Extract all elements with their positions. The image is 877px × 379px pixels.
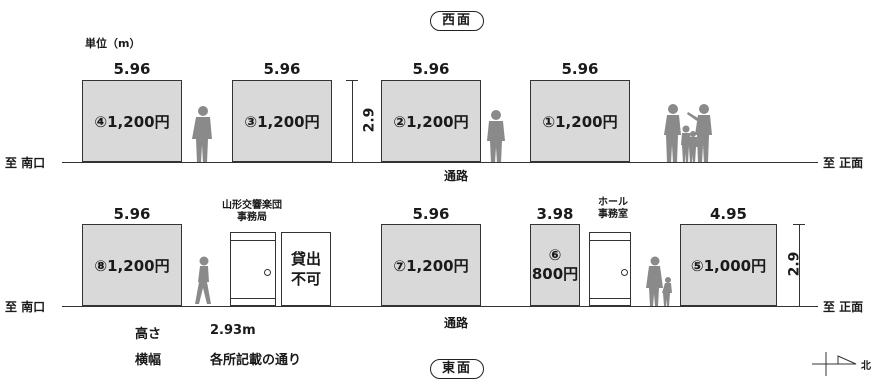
office-label: 山形交響楽団 事務局: [222, 200, 282, 223]
height-key: 高さ: [135, 327, 162, 342]
booth2-width: 5.96: [412, 60, 450, 78]
height-dim-line-top: [352, 80, 353, 162]
booth4-width: 5.96: [113, 60, 151, 78]
width-value: 各所記載の通り: [210, 353, 302, 368]
booth7-panel[interactable]: ⑦1,200円: [381, 224, 481, 306]
width-key: 横幅: [135, 353, 162, 368]
booth8-width: 5.96: [113, 205, 151, 223]
booth3-label: ③1,200円: [244, 112, 320, 131]
person-silhouette-icon: [192, 106, 212, 163]
booth8-panel[interactable]: ⑧1,200円: [82, 224, 182, 306]
bottom-right-end-label: 至 正面: [823, 300, 864, 314]
height-dim-bottom: 2.9: [786, 251, 803, 277]
compass-north-label: 北: [861, 361, 871, 372]
height-value: 2.93m: [210, 323, 256, 338]
bottom-aisle-label: 通路: [444, 316, 469, 330]
family-silhouette-icon: [664, 104, 712, 163]
west-heading: 西面: [430, 11, 484, 31]
booth3-panel[interactable]: ③1,200円: [232, 80, 332, 162]
booth6-width: 3.98: [536, 205, 574, 223]
no-lend-line1: 貸出: [290, 250, 321, 268]
booth6-panel[interactable]: ⑥ 800円: [530, 224, 580, 306]
booth2-panel[interactable]: ②1,200円: [381, 80, 481, 162]
booth7-label: ⑦1,200円: [393, 256, 469, 275]
no-lend-line2: 不可: [290, 270, 321, 288]
booth8-label: ⑧1,200円: [94, 256, 170, 275]
hall-office-door[interactable]: [589, 232, 631, 306]
booth5-label: ⑤1,000円: [690, 256, 767, 275]
booth3-width: 5.96: [263, 60, 301, 78]
compass-arrow-icon: [812, 352, 857, 376]
parent-child-silhouette-icon: [646, 256, 672, 306]
booth4-label: ④1,200円: [94, 112, 170, 131]
no-lend-panel: 貸出 不可: [281, 232, 331, 306]
office-door[interactable]: [230, 232, 276, 306]
booth6-number: ⑥: [548, 246, 562, 264]
top-left-end-label: 至 南口: [5, 156, 46, 170]
booth1-panel[interactable]: ①1,200円: [530, 80, 630, 162]
bottom-left-end-label: 至 南口: [5, 300, 46, 314]
booth6-price: 800円: [531, 265, 579, 283]
booth2-label: ②1,200円: [393, 112, 469, 131]
height-dim-top: 2.9: [361, 107, 378, 133]
bottom-floor-line: [62, 306, 818, 307]
top-floor-line: [62, 162, 818, 163]
booth1-width: 5.96: [561, 60, 599, 78]
booth1-label: ①1,200円: [542, 112, 618, 131]
top-aisle-label: 通路: [444, 169, 469, 183]
top-right-end-label: 至 正面: [823, 156, 864, 170]
booth4-panel[interactable]: ④1,200円: [82, 80, 182, 162]
booth5-panel[interactable]: ⑤1,000円: [680, 224, 777, 306]
height-dim-line-bottom: [799, 224, 800, 306]
height-dim-tick-top1: [346, 80, 358, 81]
hall-office-label: ホール 事務室: [598, 197, 628, 220]
booth5-width: 4.95: [709, 205, 747, 223]
person-silhouette-icon: [487, 110, 505, 163]
walking-person-icon: [195, 256, 211, 304]
height-dim-tick-bottom1: [793, 224, 805, 225]
east-heading: 東面: [430, 359, 484, 379]
booth7-width: 5.96: [412, 205, 450, 223]
unit-label: 単位（m）: [85, 37, 141, 50]
